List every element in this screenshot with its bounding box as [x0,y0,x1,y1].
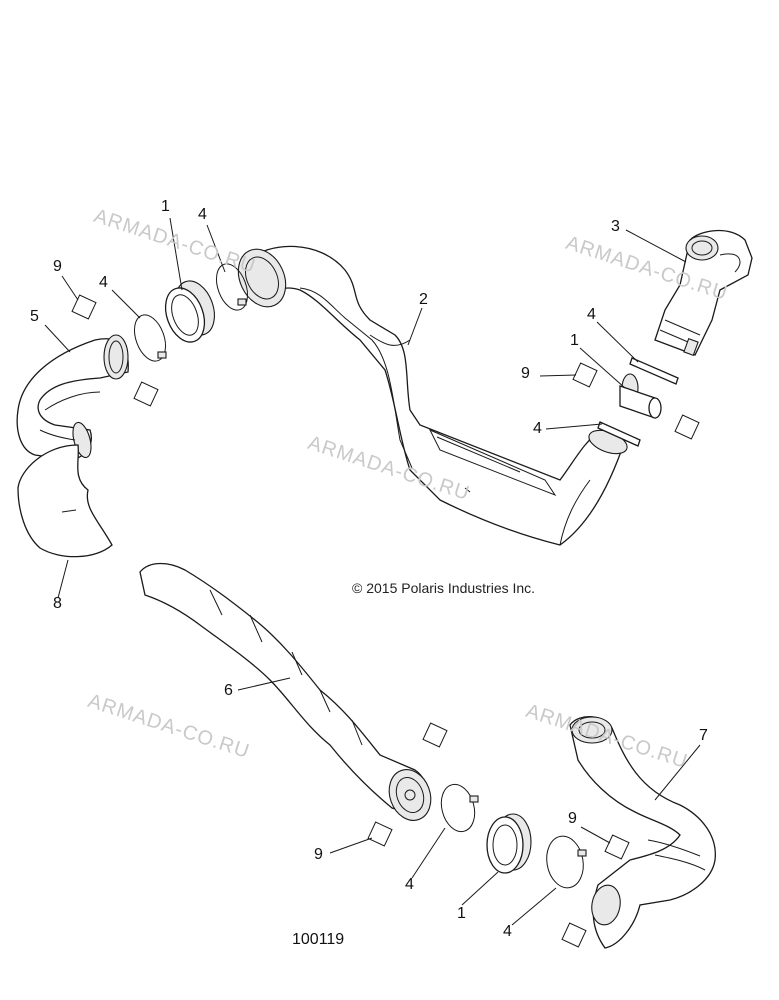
clamp-part-1-right [619,373,662,419]
callout-4-lower-right: 4 [503,923,512,940]
callout-9-right: 9 [521,365,530,382]
shield-part-8 [17,444,113,558]
ring-part-4-right-upper [629,357,679,385]
ring-part-4-left [133,314,167,362]
clamp-part-1-upper [164,280,215,343]
callout-5: 5 [30,308,39,325]
ring-part-4-right-lower [597,421,641,447]
copyright-text: © 2015 Polaris Industries Inc. [352,580,536,596]
leader-lines [44,217,701,926]
ring-part-4-upper [215,263,249,311]
duct-part-6 [139,562,432,821]
ring-part-4-lower-left [440,783,479,833]
callout-4-left: 4 [99,274,108,291]
callout-4-upper: 4 [198,206,207,223]
callout-4-right-upper: 4 [587,306,596,323]
callout-2: 2 [419,291,428,308]
callout-4-right-lower: 4 [533,420,542,437]
callout-9-left: 9 [53,258,62,275]
callout-6: 6 [224,682,233,699]
callout-1-upper: 1 [161,198,170,215]
fitting-part-3 [654,229,753,356]
callout-8: 8 [53,595,62,612]
ring-part-4-lower-right [546,835,587,889]
callout-1-lower: 1 [457,905,466,922]
diagram-number: 100119 [292,931,345,948]
duct-part-5 [16,334,129,461]
callout-9-lower-right: 9 [568,810,577,827]
callout-1-right: 1 [570,332,579,349]
duct-part-7 [569,716,716,949]
clamp-part-1-lower [486,813,532,874]
duct-part-2 [237,245,628,546]
callout-4-lower-left: 4 [405,876,414,893]
callout-9-lower-left: 9 [314,846,323,863]
callout-3: 3 [611,218,620,235]
callout-7: 7 [699,727,708,744]
note-boxes [71,294,700,948]
